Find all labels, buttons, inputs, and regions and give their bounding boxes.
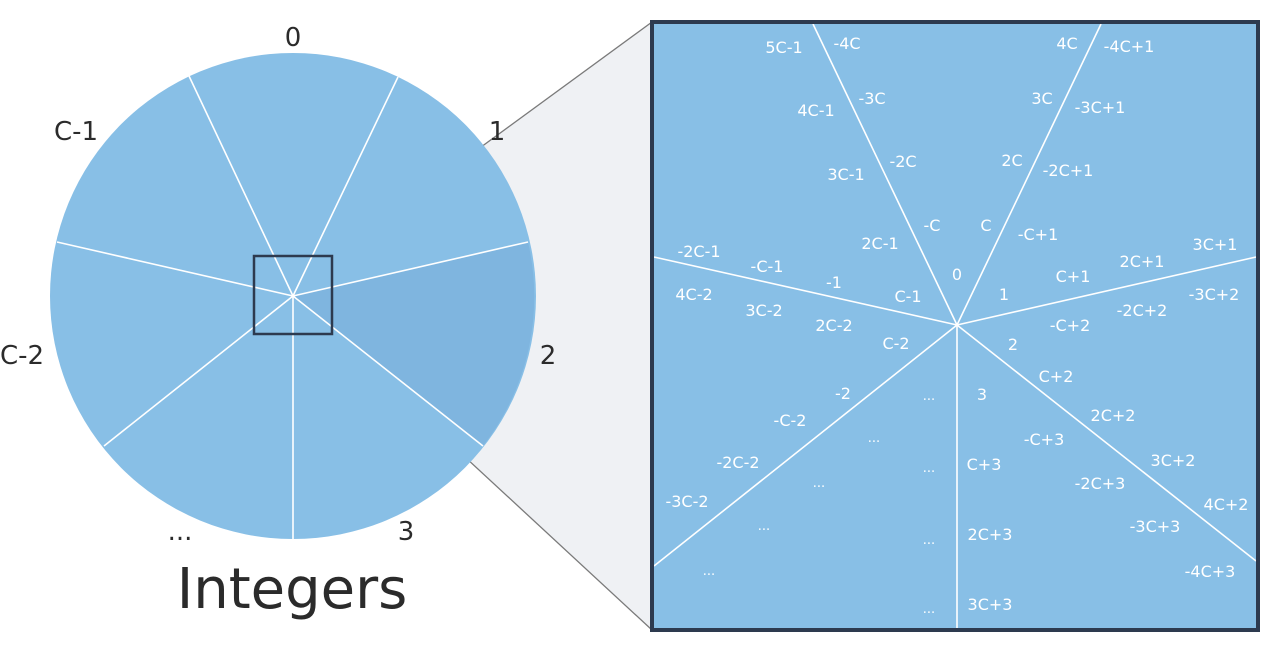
zoom-label: -1 — [826, 273, 842, 292]
zoom-label: -3C+3 — [1130, 517, 1181, 536]
zoom-label: -2C-1 — [677, 242, 720, 261]
disk-label-ellipsis: ... — [168, 517, 193, 547]
zoom-label: 4C-1 — [797, 101, 834, 120]
zoom-label: 2C+2 — [1091, 406, 1136, 425]
disk-sector-shaded — [293, 242, 535, 446]
zoom-label: 3 — [977, 385, 987, 404]
zoom-label: 4C+2 — [1204, 495, 1249, 514]
spoke — [103, 295, 294, 447]
zoom-panel-border — [650, 20, 1260, 632]
zoom-spoke — [956, 23, 1102, 326]
zoom-ellipsis: ... — [813, 476, 825, 491]
zoom-label: -2C — [889, 152, 916, 171]
zoom-label: -2C-2 — [716, 453, 759, 472]
zoom-label: -C-2 — [774, 411, 807, 430]
disk-spokes — [56, 75, 529, 539]
zoom-ellipsis: ... — [923, 389, 935, 404]
zoom-label: C-2 — [882, 334, 909, 353]
zoom-label: 4C-2 — [675, 285, 712, 304]
zoom-label: -3C+2 — [1189, 285, 1240, 304]
zoom-label: -2C+2 — [1117, 301, 1168, 320]
zoom-label: -2C+3 — [1075, 474, 1126, 493]
disk-label-2: 2 — [540, 341, 557, 371]
zoom-spoke — [653, 256, 958, 326]
zoom-panel: 5C-1 -4C 4C -4C+1 4C-1 -3C 3C -3C+1 3C-1… — [650, 20, 1260, 632]
zoom-label: 1 — [999, 285, 1009, 304]
integer-disk — [50, 53, 536, 539]
zoom-ellipsis: ... — [923, 602, 935, 617]
disk-label-c-minus-1: C-1 — [54, 117, 98, 147]
zoom-spoke — [812, 23, 958, 326]
disk-label-c-minus-2: C-2 — [0, 341, 44, 371]
zoom-label: -4C+3 — [1185, 562, 1236, 581]
spoke — [292, 295, 484, 447]
zoom-label: -C+3 — [1024, 430, 1065, 449]
disk-label-0: 0 — [285, 23, 302, 53]
zoom-label: -2 — [835, 384, 851, 403]
zoom-ellipsis: ... — [923, 461, 935, 476]
zoom-label: 3C+3 — [968, 595, 1013, 614]
zoom-label: 2C — [1001, 151, 1022, 170]
zoom-label: 3C-1 — [827, 165, 864, 184]
spoke — [188, 75, 294, 297]
disk-label-3: 3 — [398, 517, 415, 547]
zoom-spoke — [956, 324, 1257, 562]
zoom-label: 3C-2 — [745, 301, 782, 320]
zoom-label: C — [980, 216, 991, 235]
zoom-label: 2C+3 — [968, 525, 1013, 544]
zoom-spoke — [653, 324, 958, 567]
zoom-ellipsis: ... — [923, 533, 935, 548]
zoom-label: 2 — [1008, 335, 1018, 354]
zoom-label: C+3 — [967, 455, 1002, 474]
zoom-ellipsis: ... — [758, 519, 770, 534]
zoom-label: -4C — [833, 34, 860, 53]
zoom-spoke — [956, 256, 1257, 326]
zoom-label: 2C-1 — [861, 234, 898, 253]
zoom-label: 4C — [1056, 34, 1077, 53]
zoom-label: -C+1 — [1018, 225, 1059, 244]
zoom-indicator-box — [252, 254, 334, 336]
zoom-label: -2C+1 — [1043, 161, 1094, 180]
zoom-label: 3C+2 — [1151, 451, 1196, 470]
spoke — [292, 76, 399, 297]
diagram-title: Integers — [177, 557, 408, 622]
zoom-label: 0 — [952, 265, 962, 284]
zoom-label: 2C+1 — [1120, 252, 1165, 271]
zoom-label: C+2 — [1039, 367, 1074, 386]
disk-labels: 0 1 2 3 ... C-2 C-1 — [0, 23, 556, 547]
zoom-ellipsis: ... — [703, 564, 715, 579]
zoom-label: 2C-2 — [815, 316, 852, 335]
zoom-label: 3C — [1031, 89, 1052, 108]
zoom-label: -C — [924, 216, 941, 235]
zoom-label: -3C+1 — [1075, 98, 1126, 117]
zoom-label: -3C-2 — [665, 492, 708, 511]
zoom-label: -4C+1 — [1104, 37, 1155, 56]
zoom-label: C+1 — [1056, 267, 1091, 286]
zoom-label: -C+2 — [1050, 316, 1091, 335]
disk-label-1: 1 — [489, 117, 506, 147]
zoom-labels: 5C-1 -4C 4C -4C+1 4C-1 -3C 3C -3C+1 3C-1… — [665, 34, 1248, 617]
zoom-label: C-1 — [894, 287, 921, 306]
zoom-spokes — [653, 23, 1257, 628]
zoom-label: 5C-1 — [765, 38, 802, 57]
zoom-ellipsis: ... — [868, 431, 880, 446]
zoom-label: -C-1 — [751, 257, 784, 276]
zoom-label: -3C — [858, 89, 885, 108]
zoom-label: 3C+1 — [1193, 235, 1238, 254]
